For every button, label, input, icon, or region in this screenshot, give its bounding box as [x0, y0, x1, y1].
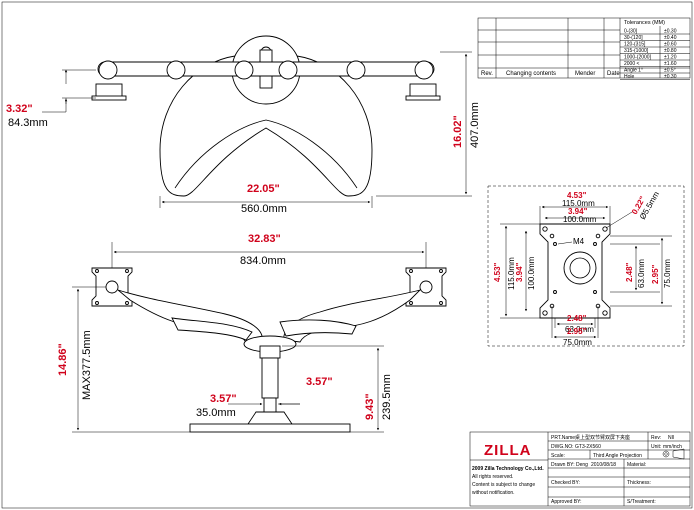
logo: ZILLA [484, 442, 532, 459]
vesa-outer-h-in: 4.53" [493, 262, 502, 282]
vesa-outer-w-in: 4.53" [567, 191, 587, 200]
dim-width-in: 22.05" [247, 183, 280, 195]
vesa-h75-mm: 75.0mm [663, 259, 672, 288]
rev-label: Rev: [651, 435, 661, 441]
dim-span-mm: 834.0mm [240, 255, 286, 267]
rev-value: NIl [668, 435, 674, 441]
vesa-h63-mm: 63.0mm [637, 259, 646, 288]
dim-height-in: 3.32" [6, 103, 33, 115]
vesa-inner-h-in: 3.94" [515, 262, 524, 282]
part-name: 桌上型双节臂双屏下夹座 [575, 434, 630, 441]
dim-pole-in: 3.57" [210, 393, 237, 405]
unit-label: Unit: [651, 444, 661, 450]
drawn-label: Drawn BY: Deng [551, 462, 588, 468]
tolerance-range: 120-(315] [624, 42, 646, 48]
dim-pole-height-mm: 239.5mm [381, 374, 393, 420]
rev-header: Rev. [481, 71, 493, 77]
tolerance-value: ±0.30 [664, 74, 677, 80]
treatment-label: S/Treatment: [627, 499, 656, 505]
tolerance-value: ±0.80 [664, 48, 677, 54]
dim-pole2-in: 3.57" [306, 376, 333, 388]
tolerance-range: 315-(1000] [624, 48, 649, 54]
front-view: 32.83" 834.0mm 14.86" MAX377.5mm 3.57" 3… [57, 233, 447, 433]
vesa-outer-h-mm: 115.0mm [507, 257, 516, 290]
top-view: 3.32" 84.3mm 22.05" 560.0mm 16.02" 407.0… [6, 35, 481, 215]
dim-span-in: 32.83" [248, 233, 281, 245]
mender-header: Mender [575, 71, 595, 77]
vesa-h63-in: 2.48" [625, 262, 634, 282]
thickness-label: Thickness: [627, 480, 651, 486]
vesa-center-hole [563, 251, 597, 285]
vesa-h75-in: 2.95" [651, 264, 660, 284]
projection-symbol-icon [662, 448, 685, 460]
projection: Third Angle Projection [593, 453, 642, 459]
dwg-value: GT3-2X560 [575, 444, 601, 450]
vesa-inner-h-mm: 100.0mm [527, 256, 536, 290]
tolerance-value: ±0.30 [664, 29, 677, 35]
rights-text: All rights reserved. [472, 474, 513, 480]
company-name: 2009 Zilla Technology Co.,Ltd. [472, 466, 544, 472]
tolerance-range: 0-(30] [624, 29, 638, 35]
scale-label: Scale: [551, 453, 565, 459]
tolerance-value: ±0.40 [664, 35, 677, 41]
title-block: ZILLA 2009 Zilla Technology Co.,Ltd. All… [469, 431, 691, 507]
checked-label: Checked BY: [551, 480, 580, 486]
tolerance-range: Angle 1° [624, 68, 643, 74]
part-name-label: PRT.Name: [551, 435, 576, 441]
dim-depth-mm: 407.0mm [469, 102, 481, 148]
vesa-b75-in: 2.95" [567, 327, 587, 336]
top-view-base [159, 55, 373, 197]
front-pole [261, 357, 279, 399]
dim-width-mm: 560.0mm [241, 203, 287, 215]
vesa-b63-mm: 63.0mm [565, 325, 594, 334]
tolerance-rows: 0-(30] ±0.30 30-(120] ±0.40 120-(315] ±0.60 31… [620, 26, 690, 80]
drawn-date: 2010/08/18 [591, 462, 616, 468]
dim-pole-height-in: 9.43" [364, 393, 376, 420]
vesa-inner-w-in: 3.94" [568, 207, 588, 216]
material-label: Material: [627, 462, 646, 468]
vesa-b75-mm: 75.0mm [563, 338, 592, 347]
vesa-screw: M4 [573, 237, 585, 246]
revision-table: Rev. Changing contents Mender Date Toler… [477, 17, 691, 80]
dim-height-mm: 84.3mm [8, 117, 48, 129]
vesa-b63-in: 2.48" [567, 314, 587, 323]
top-view-arms [97, 61, 435, 77]
dim-max-height-in: 14.86" [57, 343, 69, 376]
vesa-detail-frame [487, 185, 685, 347]
tolerance-range: 2000 < [624, 61, 640, 67]
dim-depth-in: 16.02" [452, 115, 464, 148]
tolerance-range: 1000-(2000] [624, 55, 652, 61]
tolerance-value: ±1.60 [664, 61, 677, 67]
notice-1: Content is subject to change [472, 482, 535, 488]
dim-max-height-mm: MAX377.5mm [81, 330, 93, 400]
tolerance-range: 30-(120] [624, 35, 643, 41]
unit-value: mm/inch [663, 444, 682, 450]
changing-header: Changing contents [506, 71, 556, 77]
tolerance-range: Hole [624, 74, 635, 80]
tolerance-value: ±1.20 [664, 55, 677, 61]
approved-label: Approved BY: [551, 499, 582, 505]
date-header: Date [607, 71, 620, 77]
tolerance-value: ±0.60 [664, 42, 677, 48]
tolerance-title: Tolerances (MM) [624, 20, 665, 26]
dwg-label: DWG.NO: [551, 444, 574, 450]
dim-pole-mm: 35.0mm [196, 407, 236, 419]
tolerance-value: ±0.5° [664, 68, 676, 74]
vesa-outer-w-mm: 115.0mm [562, 199, 595, 208]
notice-2: without notification. [472, 490, 515, 496]
front-base [189, 423, 351, 433]
vesa-plate-detail: 4.53" 115.0mm 3.94" 100.0mm 0.22" Ø5.5mm… [487, 185, 685, 347]
vesa-inner-w-mm: 100.0mm [563, 215, 597, 224]
